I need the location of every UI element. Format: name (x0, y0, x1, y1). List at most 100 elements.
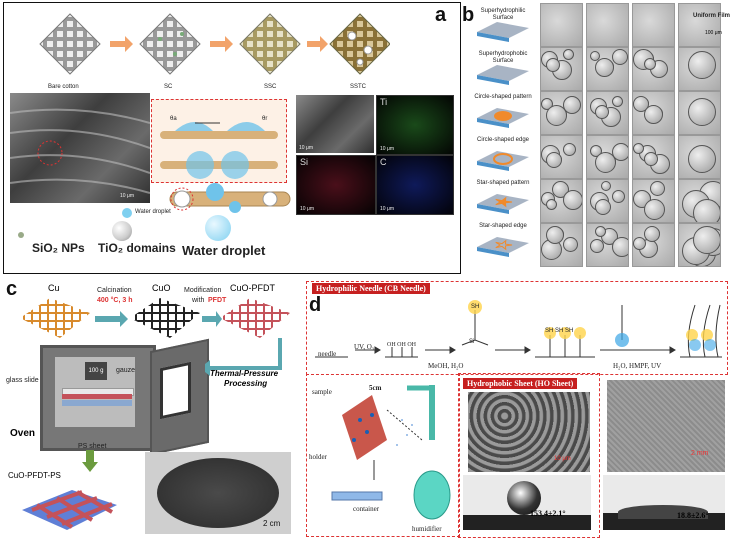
micrograph-cell (540, 223, 583, 267)
label-ps-sheet: PS sheet (78, 443, 107, 450)
micrograph-cell (632, 91, 675, 135)
micrograph-cell (678, 135, 721, 179)
micrograph-cell (632, 3, 675, 47)
setup-box (306, 373, 460, 537)
micrograph-cell (586, 179, 629, 223)
label-needle: needle (318, 350, 337, 358)
substrate-chips (477, 22, 529, 257)
oven-window (160, 361, 191, 420)
micrograph-cell (586, 135, 629, 179)
photo-scale: 2 cm (263, 519, 281, 528)
micrograph-cell (632, 223, 675, 267)
hi-angle: 18.8±2.6° (677, 511, 709, 520)
theta-r: θr (262, 116, 268, 122)
micrograph-cell (632, 179, 675, 223)
micrograph-cell (586, 223, 629, 267)
eds-map-si: Si 10 μm (296, 155, 376, 215)
down-arrow (82, 450, 98, 472)
micrograph-cell (678, 3, 721, 47)
label-si: Si (469, 339, 475, 345)
tio2-legend: TiO₂ domains (98, 241, 176, 255)
label-humidifier: humidifier (412, 525, 442, 533)
panel-d-letter: d (309, 294, 322, 316)
micrograph-cell (632, 47, 675, 91)
b-scale-1: 100 μm (705, 30, 722, 36)
sample-photo: 2 cm (145, 452, 291, 534)
micrograph-cell (632, 135, 675, 179)
micrograph-cell (540, 91, 583, 135)
weight-block: 100 g (85, 362, 107, 380)
micrograph-cell (586, 91, 629, 135)
substrate-chip (477, 22, 529, 38)
panel-c-letter: c (6, 278, 18, 300)
row-label-3: Circle-shaped edge (476, 137, 530, 143)
sem-fiber-image: 10 μm (10, 93, 150, 203)
row-label-5: Star-shaped edge (479, 223, 527, 229)
step1-line1: Calcination (97, 287, 132, 294)
fabric-stages (39, 13, 390, 75)
sio2-icon (18, 232, 24, 238)
hi-scale: 2 mm (691, 450, 709, 457)
composite-mesh (22, 490, 117, 530)
stage-label-ssc: SSC (264, 84, 277, 90)
sheet-box (458, 373, 600, 538)
row-label-1: Superhydrophobic Surface (478, 51, 528, 64)
step2-pfdt: PFDT (208, 297, 227, 304)
stage-label-sc: SC (164, 84, 173, 90)
chemistry-scheme (315, 300, 722, 358)
substrate-chip (477, 151, 529, 167)
ho-contact-angle (463, 475, 591, 530)
theta-a: θa (170, 116, 177, 122)
water-droplet-note: Water droplet (135, 209, 171, 215)
setup-illustration (331, 385, 451, 520)
water-droplet-legend: Water droplet (182, 243, 266, 258)
row-label-2: Circle-shaped pattern (474, 94, 532, 100)
label-sh: SH (471, 304, 480, 310)
label-oven: Oven (10, 428, 36, 439)
micrograph-cell (540, 47, 583, 91)
label-uv: UV, O₃ (354, 343, 375, 351)
label-container: container (353, 505, 380, 513)
label-meoh: MeOH, H₂O (428, 362, 464, 370)
ho-sheet-sem: 10 μm (468, 392, 590, 472)
micrograph-cell (540, 179, 583, 223)
water-droplet-note-icon (122, 208, 132, 218)
needle-tag: Hydrophilic Needle (CB Needle) (312, 283, 430, 294)
label-cuo-pfdt: CuO-PFDT (230, 283, 275, 293)
panel-a (3, 2, 461, 274)
label-result: CuO-PFDT-PS (8, 471, 61, 480)
label-h2o: H₂O, HMPF, UV (613, 362, 662, 370)
substrate-chip (477, 237, 529, 253)
stage-label-sstc: SSTC (350, 84, 367, 90)
label-gauze: gauze (116, 367, 136, 374)
stage-label-bare: Bare cotton (48, 84, 79, 90)
micrograph-cell (678, 223, 721, 267)
thermal-label-1: Thermal-Pressure (210, 369, 279, 378)
label-cu: Cu (48, 283, 60, 293)
row-label-0: Superhydrophilic Surface (480, 8, 526, 21)
hi-contact-angle (603, 475, 725, 530)
ps-in-oven (62, 400, 132, 406)
step2-line1: Modification (184, 287, 222, 294)
row-label-4: Star-shaped pattern (476, 180, 530, 186)
label-oh: OH OH OH (387, 342, 416, 348)
meshes (20, 298, 290, 338)
mesh-in-oven (62, 394, 132, 399)
fiber-droplets (169, 183, 291, 213)
eds-map-c: C 10 μm (376, 155, 454, 215)
eds-sem: 10 μm (296, 95, 374, 153)
micrograph-cell (586, 47, 629, 91)
substrate-chip (477, 65, 529, 81)
micrograph-cell (678, 179, 721, 223)
micrograph-cell (540, 3, 583, 47)
sheet-tag: Hydrophobic Sheet (HO Sheet) (463, 378, 578, 389)
label-distance: 5cm (369, 384, 382, 392)
label-glass-slide: glass slide (6, 377, 39, 384)
droplet-schematic (160, 122, 278, 179)
step1-line2: 400 °C, 3 h (97, 297, 133, 304)
microscopy-grid (540, 3, 726, 271)
label-holder: holder (309, 453, 327, 461)
process-arrow (205, 338, 282, 376)
thermal-label-2: Processing (224, 379, 268, 388)
micrograph-cell (678, 47, 721, 91)
